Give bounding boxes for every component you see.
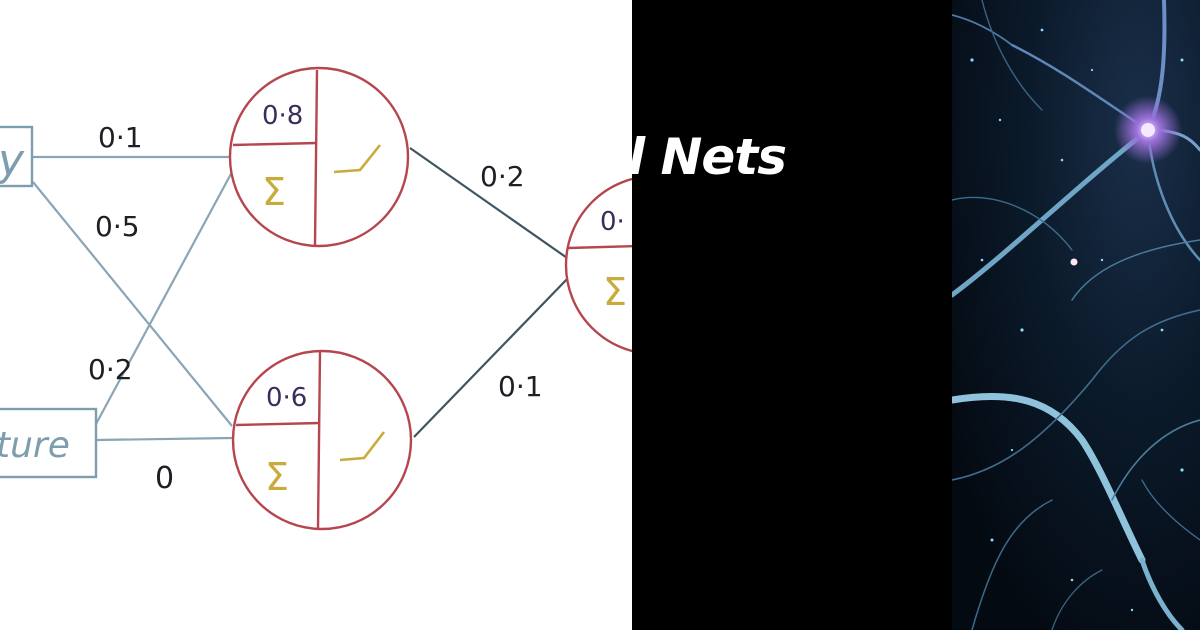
weight-h1-out: 0·2 — [480, 160, 525, 193]
weight-in2-h1: 0·2 — [88, 353, 133, 386]
edge-h2-out — [413, 275, 571, 438]
hidden-node-1: 0·8 Σ — [228, 66, 410, 248]
neural-network-diagram: y ture 0·8 Σ 0·6 Σ — [0, 0, 632, 630]
input-box-1 — [0, 125, 34, 188]
output-node: 0· Σ — [564, 177, 632, 353]
weight-in2-h2: 0 — [155, 461, 174, 496]
hidden-node-2-sigma: Σ — [265, 455, 289, 499]
hidden-node-1-sigma: Σ — [262, 170, 286, 214]
edge-h1-out — [409, 147, 571, 261]
hidden-node-2-bias: 0·6 — [266, 383, 307, 413]
title-background — [632, 0, 950, 630]
network-svg: y ture 0·8 Σ 0·6 Σ — [0, 66, 632, 531]
hidden-node-2: 0·6 Σ — [231, 349, 413, 531]
edge-in1-h2 — [32, 181, 233, 427]
weight-in1-h2: 0·5 — [95, 210, 140, 243]
weight-in1-h1: 0·1 — [98, 121, 143, 154]
relu-icon — [333, 144, 382, 174]
neuron-illustration — [952, 0, 1200, 630]
input-box-2 — [0, 407, 98, 479]
hidden-node-1-bias: 0·8 — [262, 101, 303, 131]
relu-icon — [339, 431, 386, 462]
neuron-image — [952, 0, 1200, 630]
input-label-2: ture — [0, 425, 70, 466]
edge-in2-h2 — [95, 436, 233, 442]
weight-h2-out: 0·1 — [498, 370, 543, 403]
output-node-bias: 0· — [600, 207, 625, 237]
page-title: l Nets — [628, 128, 787, 186]
input-label-1: y — [0, 135, 25, 186]
edge-in2-h1 — [95, 171, 233, 425]
output-node-sigma: Σ — [603, 270, 627, 314]
